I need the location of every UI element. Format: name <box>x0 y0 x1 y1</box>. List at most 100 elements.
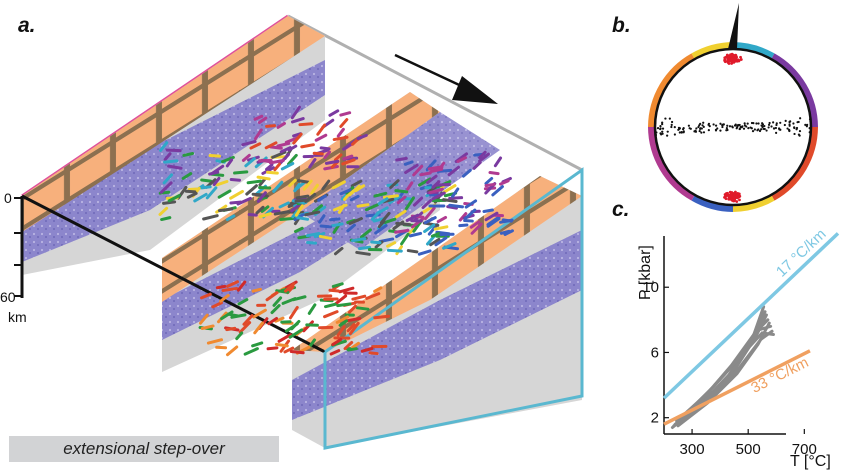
orientation-stick <box>272 180 284 193</box>
orientation-stick <box>225 280 240 288</box>
orientation-stick <box>266 346 279 351</box>
orientation-stick <box>258 177 267 187</box>
orientation-stick <box>419 171 432 177</box>
orientation-stick <box>225 158 234 168</box>
orientation-stick <box>370 240 382 245</box>
geotherm-label: 17 °C/km <box>773 226 830 281</box>
orientation-stick <box>408 231 423 238</box>
orientation-stick <box>323 310 339 319</box>
orientation-stick <box>266 170 279 175</box>
orientation-stick <box>329 349 341 356</box>
orientation-stick <box>199 292 212 300</box>
orientation-stick <box>429 167 444 174</box>
orientation-stick <box>290 319 301 331</box>
orientation-stick <box>346 323 356 333</box>
orientation-stick <box>412 196 424 207</box>
orientation-stick <box>310 183 319 195</box>
orientation-stick <box>276 141 291 148</box>
orientation-stick <box>279 216 296 221</box>
panel-label-c: c. <box>612 198 630 221</box>
orientation-stick <box>464 199 478 209</box>
orientation-stick <box>319 224 333 229</box>
orientation-stick <box>312 204 324 214</box>
orientation-stick <box>345 316 362 323</box>
orientation-stick <box>165 148 182 153</box>
orientation-stick <box>305 232 321 238</box>
orientation-stick <box>236 280 247 292</box>
orientation-stick <box>412 164 424 177</box>
orientation-stick <box>341 158 356 166</box>
orientation-stick <box>330 222 344 228</box>
y-tick-label: 6 <box>651 344 659 361</box>
orientation-stick <box>163 152 172 162</box>
orientation-stick <box>221 286 239 292</box>
orientation-stick <box>253 128 263 141</box>
orientation-stick <box>336 302 352 308</box>
orientation-stick <box>167 164 183 170</box>
orientation-stick <box>212 176 221 187</box>
orientation-stick <box>294 204 304 217</box>
orientation-stick <box>211 301 223 309</box>
orientation-sticks <box>158 105 514 357</box>
orientation-stick <box>167 194 181 203</box>
orientation-stick <box>181 172 193 180</box>
orientation-stick <box>406 181 414 191</box>
orientation-stick <box>280 161 295 171</box>
orientation-stick <box>158 206 169 216</box>
orientation-stick <box>271 150 287 159</box>
geotherm-line <box>663 349 811 426</box>
orientation-stick <box>394 209 407 219</box>
orientation-stick <box>456 156 468 163</box>
orientation-stick <box>356 203 370 208</box>
orientation-stick <box>200 185 212 190</box>
orientation-stick <box>241 140 257 147</box>
orientation-stick <box>279 146 292 154</box>
orientation-stick <box>336 127 345 138</box>
middle-ridge <box>162 92 500 372</box>
orientation-stick <box>339 118 349 128</box>
orientation-stick <box>200 178 213 183</box>
orientation-stick <box>276 121 286 129</box>
orientation-stick <box>257 116 268 125</box>
orientation-stick <box>499 229 511 235</box>
orientation-stick <box>368 351 379 356</box>
orientation-stick <box>441 198 458 203</box>
orientation-stick <box>448 196 464 200</box>
orientation-stick <box>220 310 234 321</box>
orientation-stick <box>208 170 220 176</box>
orientation-stick <box>288 178 297 188</box>
x-axis-label: T [°C] <box>790 453 831 470</box>
orientation-stick <box>403 160 414 166</box>
orientation-stick <box>338 286 355 294</box>
orientation-stick <box>308 158 317 169</box>
orientation-stick <box>261 166 276 175</box>
orientation-stick <box>300 143 315 149</box>
orientation-stick <box>446 205 458 210</box>
orientation-stick <box>242 314 254 326</box>
orientation-stick <box>267 316 279 326</box>
orientation-stick <box>339 111 352 117</box>
orientation-stick <box>373 191 388 198</box>
orientation-stick <box>484 176 494 186</box>
pt-path <box>680 331 775 420</box>
orientation-stick <box>217 207 234 213</box>
orientation-stick <box>314 133 328 142</box>
orientation-stick <box>306 240 318 245</box>
caption-text: extensional step-over <box>63 439 225 458</box>
orientation-stick <box>433 225 449 231</box>
orientation-stick <box>278 201 290 209</box>
orientation-stick <box>225 214 236 222</box>
orientation-stick <box>256 175 271 181</box>
orientation-stick <box>348 184 361 197</box>
orientation-stick <box>229 189 244 200</box>
orientation-stick <box>287 144 298 152</box>
orientation-stick <box>394 228 410 234</box>
orientation-stick <box>186 191 198 199</box>
orientation-stick <box>260 158 273 164</box>
orientation-stick <box>323 150 332 159</box>
orientation-stick <box>355 306 370 311</box>
orientation-stick <box>293 182 301 193</box>
orientation-stick <box>342 154 354 161</box>
orientation-stick <box>400 232 410 246</box>
orientation-stick <box>238 321 252 334</box>
